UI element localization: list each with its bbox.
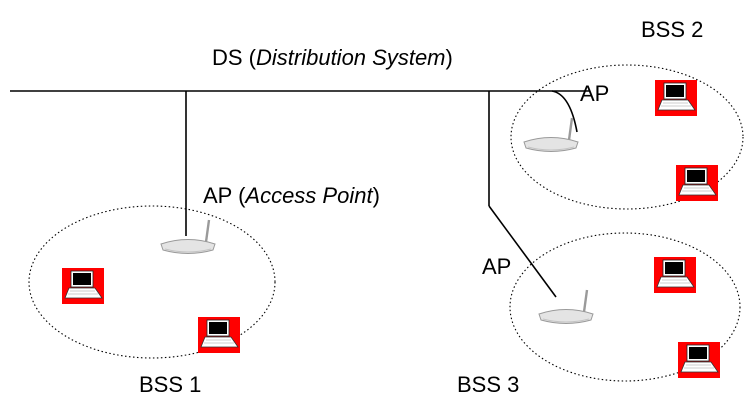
laptop-icon — [61, 267, 105, 305]
link-to-ap2 — [551, 90, 578, 133]
laptop-icon — [677, 341, 721, 379]
bss1-label: BSS 1 — [139, 372, 201, 396]
bss1-boundary — [28, 205, 276, 359]
bss2-label: BSS 2 — [641, 17, 703, 42]
link-to-ap3-diagonal — [488, 205, 557, 298]
bss3-label: BSS 3 — [457, 372, 519, 396]
laptop-icon — [653, 256, 697, 294]
bss3-boundary — [509, 232, 741, 382]
ap-main-label: AP (Access Point) — [203, 183, 380, 208]
laptop-icon — [197, 316, 241, 354]
bss2-boundary — [510, 64, 744, 210]
ap-bss2-label: AP — [580, 81, 609, 106]
ds-label: DS (Distribution System) — [212, 45, 453, 70]
laptop-icon — [675, 164, 719, 202]
access-point-icon — [537, 288, 595, 325]
ap-bss3-label: AP — [482, 254, 511, 279]
access-point-icon — [159, 218, 217, 255]
laptop-icon — [654, 79, 698, 117]
access-point-icon — [522, 116, 580, 153]
